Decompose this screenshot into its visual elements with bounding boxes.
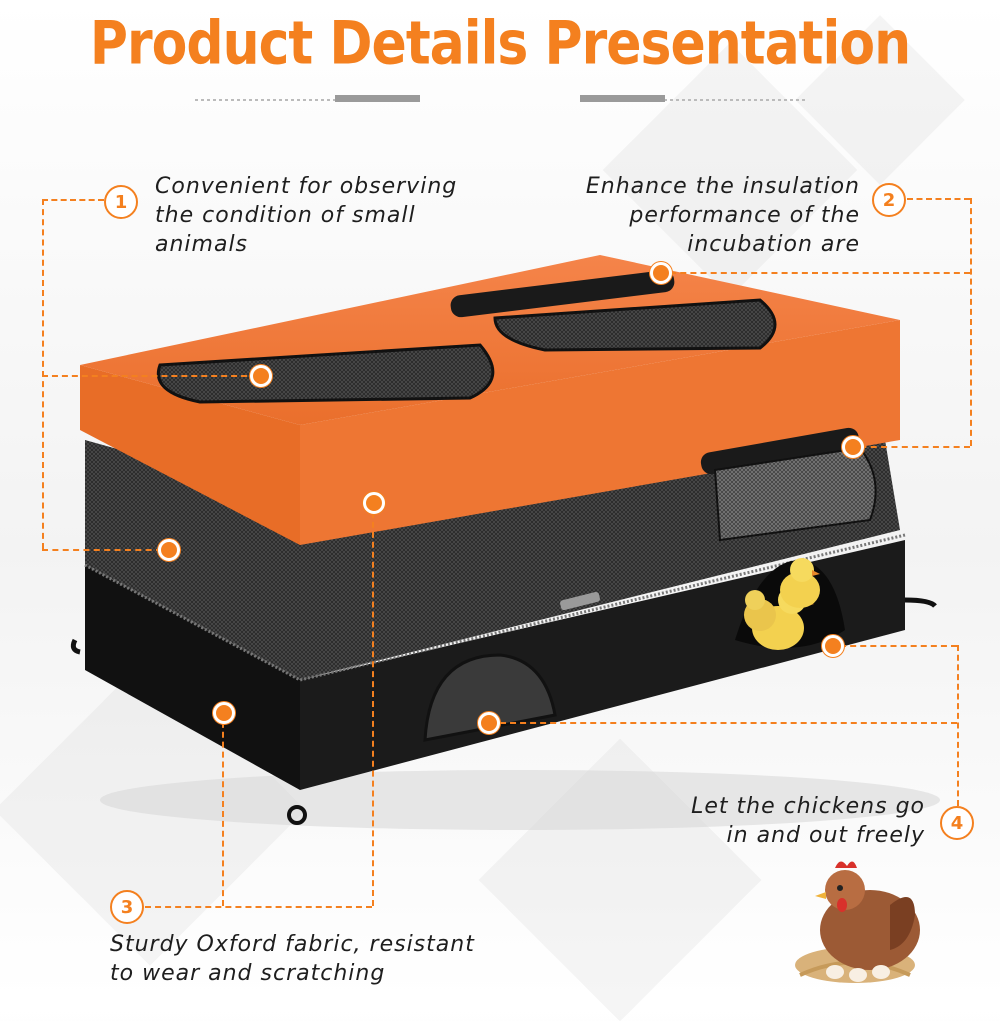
feature-badge-1: 1 <box>104 185 138 219</box>
callout-line <box>970 198 972 446</box>
feature-text-1: Convenient for observing the condition o… <box>155 172 457 259</box>
pen-lower-front <box>85 565 300 790</box>
feature-badge-3: 3 <box>110 890 144 924</box>
top-window-left <box>157 343 495 404</box>
chick-icon <box>744 590 776 631</box>
top-window-right <box>493 298 777 352</box>
feature-badge-4: 4 <box>940 806 974 840</box>
feature-line: Enhance the insulation <box>585 174 860 199</box>
callout-marker <box>213 702 235 724</box>
callout-line <box>222 712 224 906</box>
feature-badge-2: 2 <box>872 183 906 217</box>
title-divider-left-bar <box>335 95 420 102</box>
callout-line <box>957 645 959 806</box>
product-illustration <box>70 255 940 983</box>
title-divider-left <box>195 99 420 101</box>
callout-marker <box>158 539 180 561</box>
callout-line <box>907 198 970 200</box>
feature-text-2: Enhance the insulation performance of th… <box>540 172 860 259</box>
title-divider-right <box>580 99 805 101</box>
feature-text-4: Let the chickens go in and out freely <box>620 792 925 850</box>
callout-line <box>42 549 162 551</box>
zipper-pull <box>560 591 600 611</box>
rolled-flap-side <box>700 427 860 475</box>
callout-marker <box>842 436 864 458</box>
callout-marker <box>250 365 272 387</box>
callout-marker <box>363 492 385 514</box>
rolled-flap-top <box>450 270 675 318</box>
title-divider-right-bar <box>580 95 665 102</box>
feature-text-3: Sturdy Oxford fabric, resistant to wear … <box>110 930 475 988</box>
callout-line <box>850 446 970 448</box>
feature-line: incubation are <box>687 232 860 257</box>
callout-line <box>830 645 957 647</box>
callout-marker <box>650 262 672 284</box>
callout-line <box>42 199 104 201</box>
feature-line: Let the chickens go <box>691 794 925 819</box>
round-door <box>423 653 557 742</box>
chick-icon <box>780 558 820 608</box>
zipper-seam <box>84 533 906 682</box>
feature-line: the condition of small <box>155 203 416 228</box>
callout-line <box>660 272 970 274</box>
feature-line: Convenient for observing <box>155 174 458 199</box>
callout-marker <box>478 712 500 734</box>
corner-loop <box>287 805 307 825</box>
page-title: Product Details Presentation <box>89 9 911 79</box>
corner-loop <box>904 597 937 608</box>
feature-line: in and out freely <box>726 823 925 848</box>
cover-side-front <box>300 320 900 545</box>
callout-line <box>42 199 44 549</box>
callout-line <box>42 375 257 377</box>
callout-line <box>372 502 374 906</box>
callout-marker <box>822 635 844 657</box>
feature-line: to wear and scratching <box>110 961 386 986</box>
feature-line: Sturdy Oxford fabric, resistant <box>110 932 475 957</box>
feature-line: performance of the <box>629 203 860 228</box>
feature-line: animals <box>155 232 249 257</box>
callout-line <box>145 906 372 908</box>
callout-line <box>490 722 957 724</box>
corner-loop <box>70 638 81 655</box>
hen-on-nest-icon <box>795 861 920 983</box>
